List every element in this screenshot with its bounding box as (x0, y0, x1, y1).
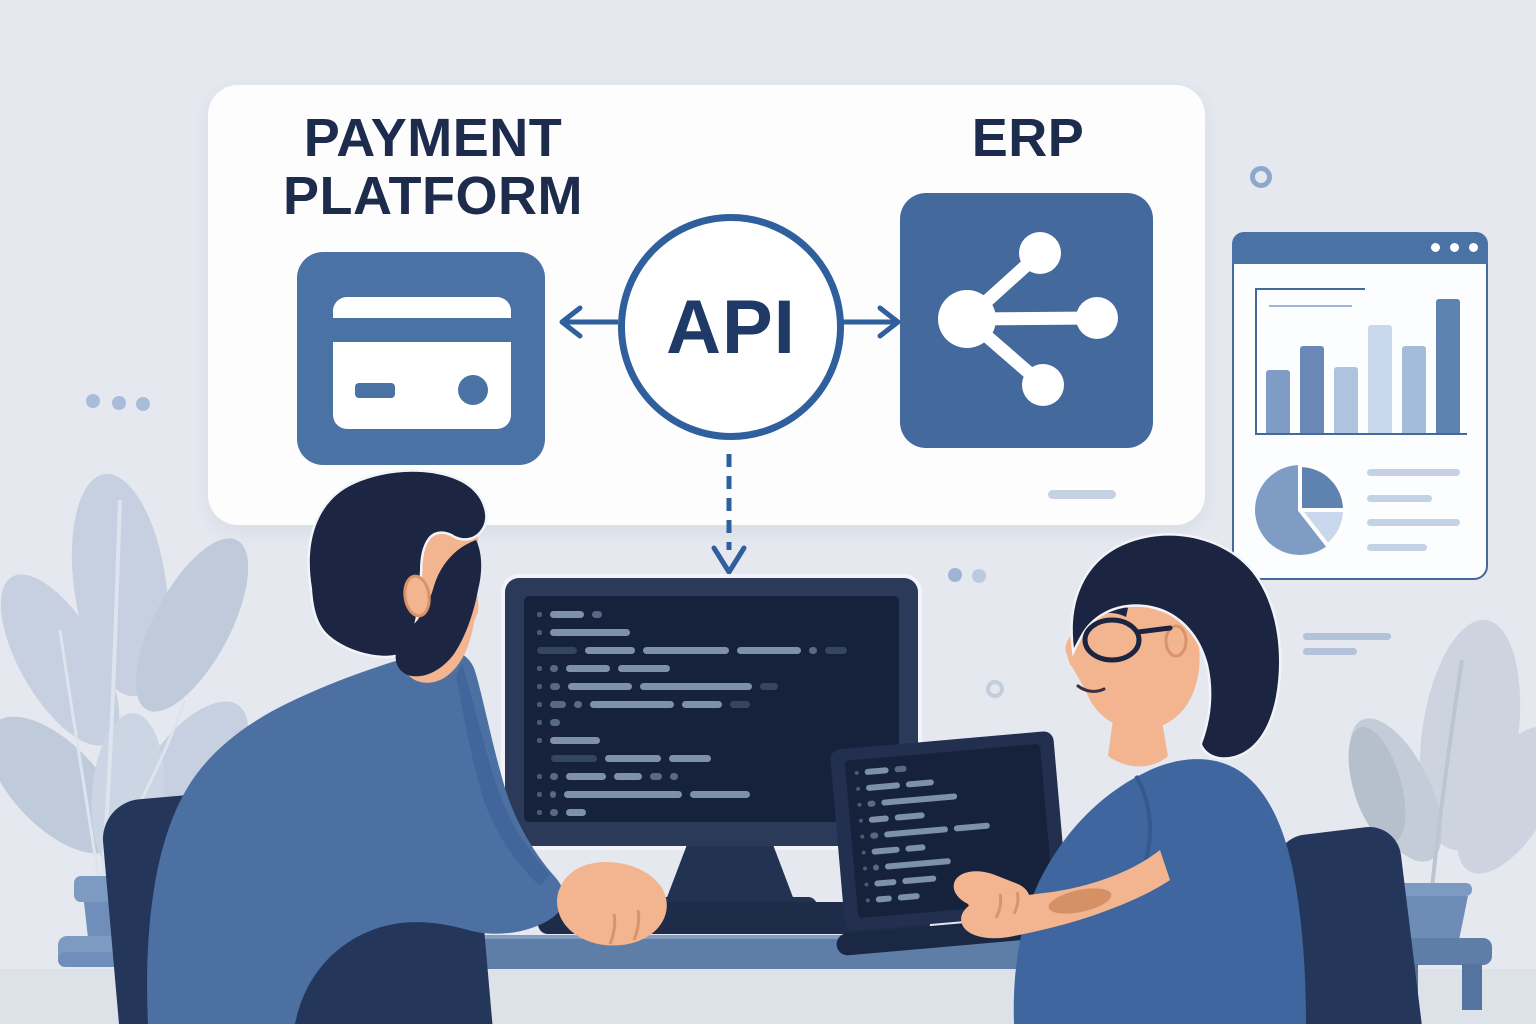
report-text-line (1367, 544, 1427, 551)
woman-sleeve-fold (1134, 774, 1153, 861)
woman-finger-lines (994, 891, 1020, 919)
window-dot-icon (1450, 243, 1459, 252)
woman-ear (1164, 624, 1188, 658)
man-arm-shading (456, 664, 550, 886)
browser-title-bar (1232, 232, 1488, 264)
woman-developer (953, 533, 1306, 1024)
analytics-browser-window (1232, 232, 1488, 580)
man-eyebrow (440, 572, 467, 586)
credit-card-shape (333, 297, 511, 429)
erp-underline (1048, 490, 1116, 499)
payment-title-line1: PAYMENT (303, 108, 563, 168)
mini-bar (1402, 346, 1426, 433)
credit-card-chip (355, 383, 395, 398)
report-text-line (1367, 519, 1460, 526)
woman-hand-fingers (953, 871, 1030, 922)
monitor-stand (666, 846, 794, 900)
plant-right (1348, 619, 1536, 889)
report-text-line (1367, 495, 1432, 502)
code-line (537, 629, 886, 636)
mini-bar (1368, 325, 1392, 433)
woman-body (1013, 759, 1306, 1024)
woman-mouth (1076, 684, 1106, 693)
code-line (537, 701, 886, 708)
code-line (537, 611, 886, 618)
payment-platform-title: PAYMENT PLATFORM (218, 109, 648, 225)
mini-pie-chart (1255, 463, 1348, 555)
code-line (537, 719, 886, 726)
decor-dot (972, 569, 986, 583)
arrow-down-dashed-icon (711, 454, 747, 575)
credit-card-stripe (333, 318, 511, 342)
arrow-right-icon (842, 305, 901, 339)
payment-title-line2: PLATFORM (283, 166, 583, 226)
man-developer (147, 469, 667, 1024)
decor-dot (136, 397, 150, 411)
mini-bar (1334, 367, 1358, 433)
man-body (147, 650, 564, 1024)
man-finger-lines (608, 909, 641, 945)
api-label: API (666, 284, 796, 370)
erp-title: ERP (971, 108, 1085, 168)
code-line (537, 647, 886, 654)
code-line (537, 809, 886, 816)
mini-bar-chart (1255, 290, 1467, 435)
woman-glasses-icon (1082, 617, 1173, 663)
chart-subtitle-line (1269, 305, 1352, 307)
code-line (537, 683, 886, 690)
code-line (537, 773, 886, 780)
man-ear (403, 574, 431, 618)
code-line (537, 737, 886, 744)
woman-arm-shading (1048, 888, 1112, 914)
window-dot-icon (1431, 243, 1440, 252)
decor-dot (948, 568, 962, 582)
payment-card-icon (297, 252, 545, 465)
man-hair (307, 469, 488, 659)
decor-line (1303, 633, 1391, 640)
code-line (537, 665, 886, 672)
credit-card-circle (458, 375, 488, 405)
code-line (537, 755, 886, 762)
decor-dot (86, 394, 100, 408)
arrow-left-icon (559, 305, 618, 339)
office-chair-woman (1275, 826, 1427, 1024)
code-line (537, 791, 886, 798)
man-hand (557, 862, 667, 946)
mini-bar (1300, 346, 1324, 433)
woman-hair (1070, 533, 1282, 760)
window-dot-icon (1469, 243, 1478, 252)
integration-diagram-card: PAYMENT PLATFORM ERP API (208, 85, 1205, 525)
decor-ring (1250, 166, 1272, 188)
mini-bar (1266, 370, 1290, 433)
mini-bar (1436, 299, 1460, 433)
erp-network-icon (900, 193, 1153, 448)
report-text-line (1367, 469, 1460, 476)
decor-ring (986, 680, 1004, 698)
decor-line (1303, 648, 1357, 655)
chart-title-line (1255, 288, 1365, 290)
api-node: API (618, 214, 844, 440)
decor-dot (112, 396, 126, 410)
